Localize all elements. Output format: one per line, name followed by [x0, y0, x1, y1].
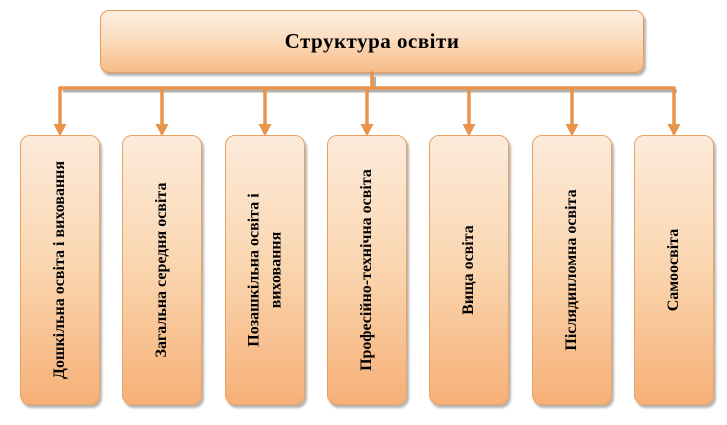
box-label: Дошкільна освіта і виховання: [51, 160, 69, 380]
box-preschool-education: Дошкільна освіта і виховання: [20, 135, 100, 405]
box-label: Професійно-технічна освіта: [358, 169, 376, 371]
box-self-education: Самоосвіта: [634, 135, 714, 405]
box-postgraduate-education: Післядипломна освіта: [532, 135, 612, 405]
box-label: Загальна середня освіта: [153, 182, 171, 358]
box-general-secondary-education: Загальна середня освіта: [122, 135, 202, 405]
box-label: Вища освіта: [460, 225, 478, 315]
diagram-title: Структура освіти: [284, 29, 460, 53]
box-label: Післядипломна освіта: [563, 189, 581, 351]
box-vocational-technical-education: Професійно-технічна освіта: [327, 135, 407, 405]
box-label: Самоосвіта: [665, 228, 683, 312]
box-out-of-school-education: Позашкільна освіта і виховання: [225, 135, 305, 405]
connector-tree: [58, 71, 676, 129]
box-label: Позашкільна освіта і виховання: [245, 193, 284, 347]
box-higher-education: Вища освіта: [429, 135, 509, 405]
connector-shadow: [63, 77, 677, 93]
title-box: Структура освіти: [100, 10, 644, 73]
